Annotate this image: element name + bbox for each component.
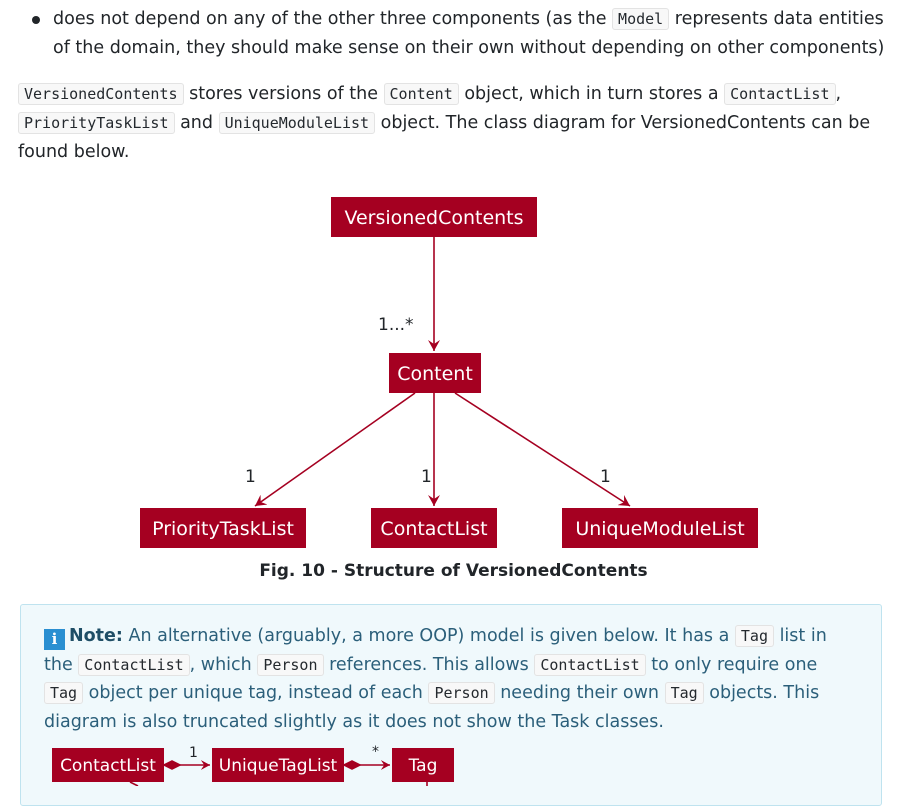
text-run: to only require one [645,654,818,675]
class-label: VersionedContents [344,207,523,229]
text-run: object, which in turn stores a [458,84,725,104]
inline-code: ContactList [78,653,190,676]
class-box-versioned-contents [331,197,537,237]
text-run: stores versions of the [183,84,384,104]
text-run: references. This allows [323,654,535,675]
association-arrow [254,392,416,507]
inline-code: ContactList [534,653,646,676]
inline-code: ContactList [724,83,836,105]
note-label: Note: [69,626,123,646]
text-run: needing their own [494,683,665,703]
class-label: UniqueModuleList [575,518,744,540]
multiplicity-label: * [372,744,379,760]
inline-code: UniqueModuleList [218,112,376,134]
inline-code: Model [612,8,670,30]
text-run: represents data entities of the domain, … [53,9,885,58]
class-label: Content [397,363,473,385]
inline-code: Content [383,83,459,105]
multiplicity-label: 1 [189,745,198,761]
inline-code: PriorityTaskList [18,112,175,134]
class-box-contact-list [52,748,164,782]
multiplicity-label: 1 [245,467,256,487]
class-diagram: VersionedContents Content PriorityTaskLi… [140,197,758,548]
class-box-unique-module-list [562,508,758,548]
class-label: ContactList [60,756,156,776]
class-label: UniqueTagList [219,756,338,776]
inline-code: VersionedContents [18,83,184,105]
inline-code: Tag [734,625,774,647]
composition-diamond [162,760,182,770]
text-run: list in the [44,626,827,675]
class-box-unique-tag-list [212,748,344,782]
text-run: , which [189,654,258,675]
class-label: Tag [408,756,438,776]
multiplicity-label: 1 [421,467,432,487]
association-arrow [454,392,631,507]
text-run: does not depend on any of the other thre… [53,9,613,29]
text-run: and [174,113,219,133]
inline-code: Tag [664,682,704,704]
multiplicity-label: 1 [600,467,611,487]
truncated-line [129,781,139,786]
class-box-content [389,353,481,393]
text-run: object per unique tag, instead of each [83,683,429,703]
inline-code: Person [428,682,495,704]
class-box-priority-task-list [140,508,306,548]
bullet-text: does not depend on any of the other thre… [53,5,888,63]
multiplicity-label: 1...* [378,315,414,335]
text-run: , [835,84,842,104]
figure-caption: Fig. 10 - Structure of VersionedContents [259,561,648,581]
bullet-item: does not depend on any of the other thre… [18,5,888,63]
class-label: ContactList [380,518,487,540]
info-icon: i [44,629,65,650]
composition-diamond [342,760,362,770]
description-paragraph: VersionedContents stores versions of the… [18,80,888,167]
text-run: An alternative (arguably, a more OOP) mo… [122,626,735,646]
text-run: object. The class diagram for VersionedC… [18,113,871,162]
inline-code: Person [257,653,324,676]
alternative-class-diagram: ContactList UniqueTagList Tag 1 * [52,744,454,786]
class-label: PriorityTaskList [152,518,294,540]
class-box-tag [392,748,454,782]
bullet-dot [32,16,40,24]
class-box-contact-list [371,508,497,548]
text-run: objects. This diagram is also truncated … [44,683,820,732]
inline-code: Tag [44,682,84,704]
